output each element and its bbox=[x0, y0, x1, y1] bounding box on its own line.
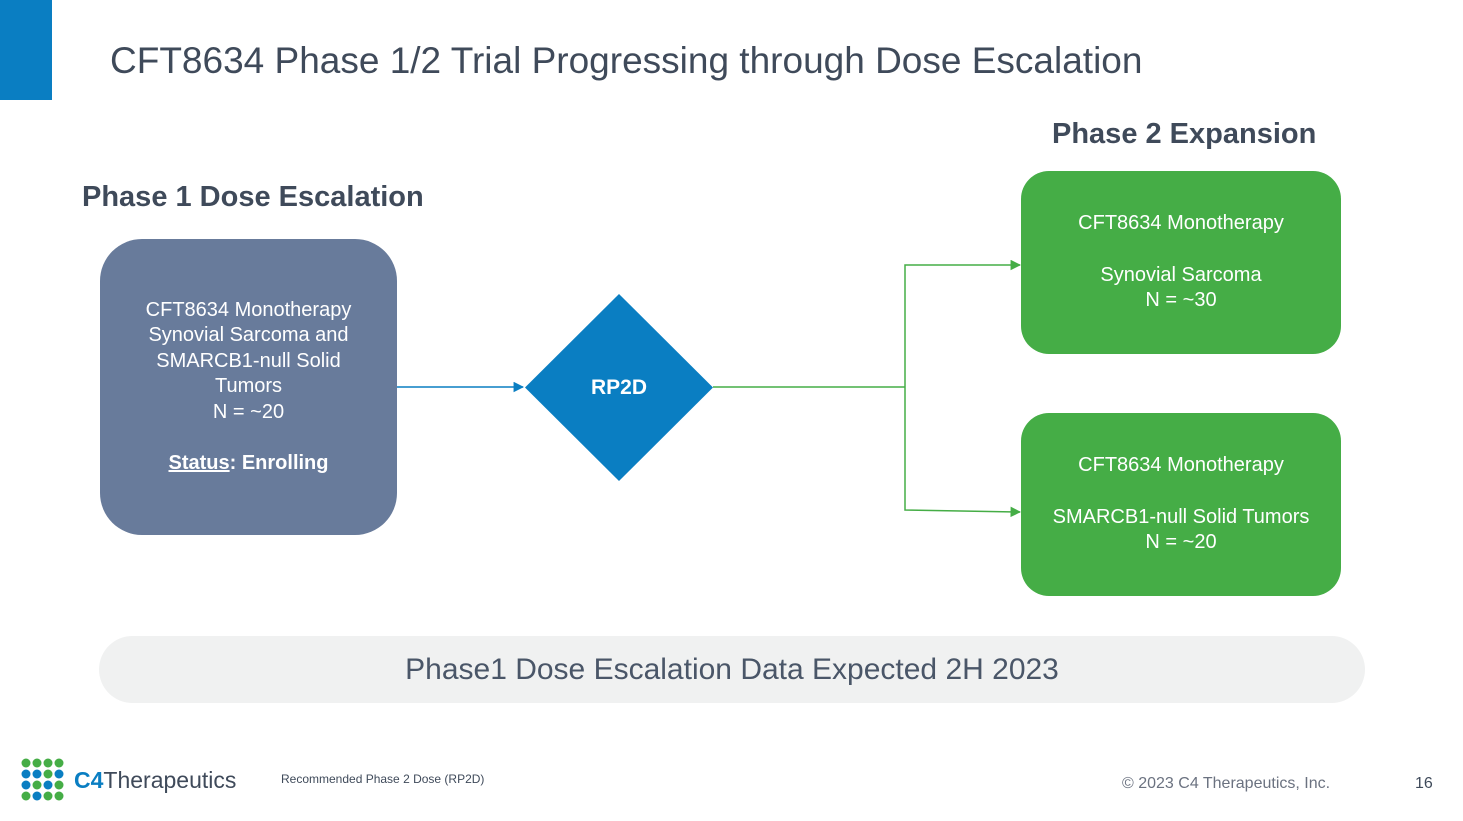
logo-wordmark: C4Therapeutics bbox=[74, 767, 236, 794]
phase1-cohort-box: CFT8634 Monotherapy Synovial Sarcoma and… bbox=[100, 239, 397, 535]
c4-therapeutics-logo: C4Therapeutics bbox=[20, 757, 236, 803]
slide-title: CFT8634 Phase 1/2 Trial Progressing thro… bbox=[110, 40, 1143, 81]
cohort-n: N = ~20 bbox=[1145, 531, 1217, 554]
phase1-line: Synovial Sarcoma and bbox=[148, 324, 349, 346]
cohort-therapy: CFT8634 Monotherapy bbox=[1078, 212, 1284, 235]
phase1-status: Status: Enrolling bbox=[168, 451, 328, 477]
data-expected-banner: Phase1 Dose Escalation Data Expected 2H … bbox=[99, 636, 1365, 703]
cohort-therapy: CFT8634 Monotherapy bbox=[1078, 454, 1284, 477]
dot-grid-logo-icon bbox=[21, 758, 64, 801]
phase2-heading: Phase 2 Expansion bbox=[1052, 118, 1317, 150]
phase1-line: N = ~20 bbox=[212, 400, 285, 423]
logo-therapeutics: Therapeutics bbox=[103, 766, 237, 793]
arrow-to-cohort-1 bbox=[904, 259, 1022, 387]
phase2-cohort-box-1: CFT8634 Monotherapy Synovial Sarcoma N =… bbox=[1021, 171, 1341, 354]
arrow-to-cohort-2 bbox=[904, 387, 1022, 518]
logo-c4: C4 bbox=[74, 766, 104, 793]
phase1-heading: Phase 1 Dose Escalation bbox=[82, 181, 424, 213]
copyright: © 2023 C4 Therapeutics, Inc. bbox=[1122, 775, 1331, 792]
cohort-n: N = ~30 bbox=[1145, 289, 1217, 312]
status-key: Status bbox=[168, 452, 230, 474]
cohort-indication: SMARCB1-null Solid Tumors bbox=[1052, 505, 1310, 528]
rp2d-label: RP2D bbox=[590, 375, 648, 399]
status-value: : Enrolling bbox=[229, 452, 329, 474]
cohort-indication: Synovial Sarcoma bbox=[1100, 263, 1262, 286]
phase1-line: Tumors bbox=[214, 375, 283, 397]
phase1-line: CFT8634 Monotherapy bbox=[145, 298, 352, 321]
footnote: Recommended Phase 2 Dose (RP2D) bbox=[281, 772, 485, 786]
accent-bar bbox=[0, 0, 52, 100]
phase2-cohort-box-2: CFT8634 Monotherapy SMARCB1-null Solid T… bbox=[1021, 413, 1341, 596]
diamond-shape bbox=[525, 294, 713, 481]
phase1-line: SMARCB1-null Solid bbox=[156, 349, 341, 372]
page-number: 16 bbox=[1415, 775, 1433, 792]
rp2d-diamond: RP2D bbox=[525, 294, 713, 481]
